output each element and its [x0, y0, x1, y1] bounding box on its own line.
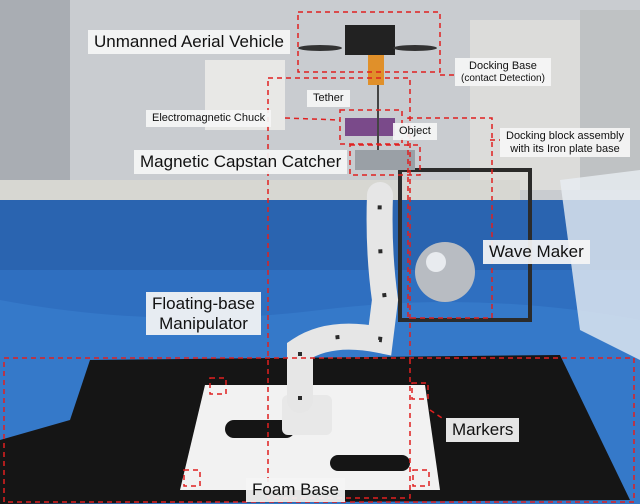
label-docking-block: Docking block assembly with its Iron pla… — [500, 128, 630, 158]
label-manipulator: Floating-base Manipulator — [146, 292, 262, 336]
label-object: Object — [393, 123, 437, 140]
capstan-catcher — [355, 150, 415, 170]
catcher-box — [349, 144, 421, 176]
marker-box — [412, 469, 430, 487]
foam-base-box — [3, 357, 635, 503]
right-wall — [580, 10, 640, 190]
wave-maker-sphere — [415, 242, 475, 302]
sphere-highlight — [426, 252, 446, 272]
storage-cabinet — [470, 20, 580, 190]
drone-rotor — [298, 45, 342, 51]
electromagnetic-chuck — [345, 118, 395, 136]
label-docking-base-title: Docking Base — [469, 60, 537, 72]
label-manipulator-line1: Floating-base — [152, 294, 256, 313]
drone-rotor — [393, 45, 437, 51]
label-docking-base: Docking Base (contact Detection) — [455, 58, 551, 87]
label-markers: Markers — [446, 418, 520, 442]
wave-maker-box — [407, 117, 493, 319]
label-foam-base: Foam Base — [246, 478, 345, 502]
marker-box — [209, 377, 227, 395]
label-docking-block-title: Docking block assembly — [506, 130, 624, 142]
uav-box — [297, 11, 441, 73]
marker-box — [411, 382, 429, 400]
platform-slot — [225, 420, 295, 438]
label-capstan-catcher: Magnetic Capstan Catcher — [134, 150, 348, 174]
marker-box — [183, 469, 201, 487]
label-docking-base-sub: (contact Detection) — [461, 72, 545, 84]
wall-pillar — [0, 0, 70, 200]
platform-slot — [330, 455, 410, 471]
label-wave-maker: Wave Maker — [483, 240, 590, 264]
chuck-box — [339, 109, 403, 145]
goal-net — [560, 170, 640, 360]
label-manipulator-line2: Manipulator — [159, 313, 248, 333]
label-tether: Tether — [307, 90, 350, 107]
arm-links — [287, 182, 399, 413]
leader-markers — [429, 409, 446, 421]
leader-chuck — [284, 117, 341, 121]
drone-body — [345, 25, 395, 55]
label-electromagnetic-chuck: Electromagnetic Chuck — [146, 110, 272, 127]
label-uav: Unmanned Aerial Vehicle — [88, 30, 290, 54]
docking-base — [368, 55, 384, 85]
label-docking-block-sub: with its Iron plate base — [510, 142, 620, 155]
